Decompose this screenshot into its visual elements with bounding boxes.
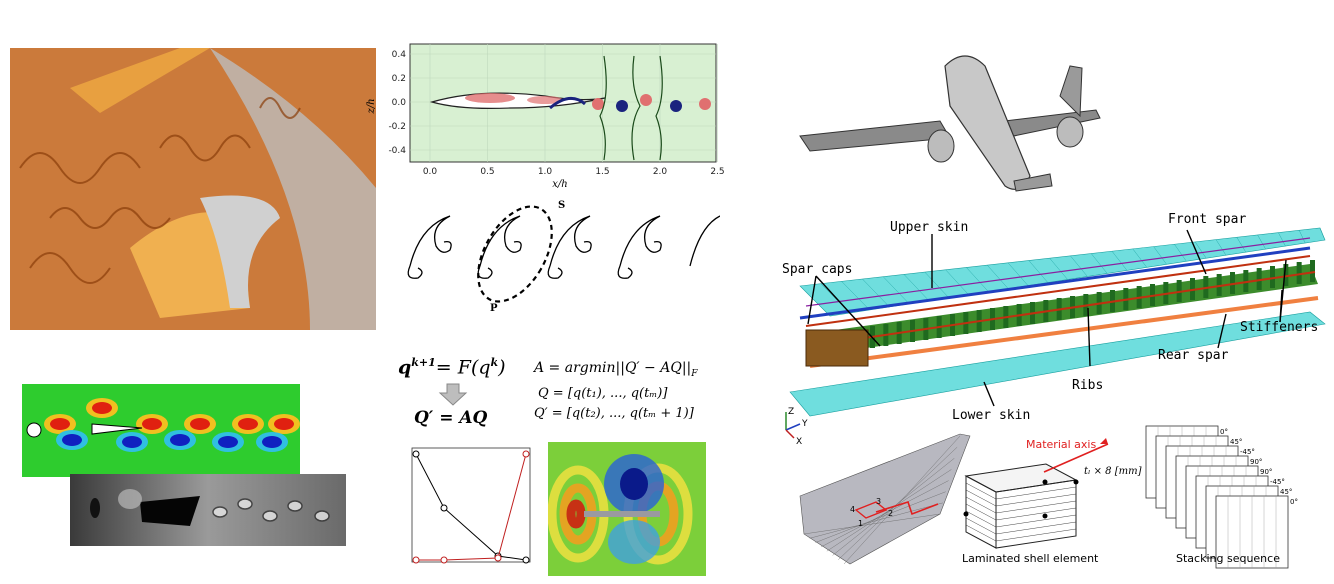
equations-block: qk+1= F(qk) Q′ = AQ A = argmin||Q′ − AQ|… (392, 356, 722, 436)
wake-ytick: 0.2 (392, 74, 406, 84)
svg-text:Y: Y (801, 419, 808, 429)
equation-shifted: Q′ = [q(t₂), ..., q(tₘ + 1)] (534, 406, 694, 421)
material-axis-label: Material axis (1026, 438, 1097, 451)
pressure-contour (548, 442, 706, 576)
node-label: 2 (888, 509, 893, 518)
vortex (592, 98, 604, 110)
aircraft-render (799, 55, 1101, 192)
down-arrow-icon (438, 383, 468, 406)
wake-xtick: 2.5 (710, 167, 724, 177)
equation-recurrence: qk+1= F(qk) (398, 356, 506, 379)
node-label: 3 (876, 497, 881, 506)
wing-structure: Upper skin Front spar Spar caps Stiffene… (770, 206, 1330, 452)
svg-text:Z: Z (788, 407, 794, 417)
thickness-label: tₗ × 8 [mm] (1084, 466, 1142, 477)
wake-ytick: -0.4 (388, 146, 406, 156)
vortex (670, 100, 682, 112)
dashed-pair-ellipse (477, 205, 553, 303)
equation-linear: Q′ = AQ (414, 408, 488, 428)
label-rear-spar: Rear spar (1158, 348, 1229, 363)
wake-xtick: 0.0 (423, 167, 438, 177)
label-stiffeners: Stiffeners (1240, 320, 1319, 335)
wake-ytick: -0.2 (388, 122, 406, 132)
svg-text:X: X (796, 437, 802, 444)
ply-angle-label: 0° (1290, 498, 1298, 506)
blade-upper (70, 48, 210, 113)
vortex (616, 100, 628, 112)
label-s: S (558, 200, 565, 211)
node-label: 4 (850, 505, 855, 514)
label-lower-skin: Lower skin (952, 408, 1031, 423)
ply-angle-label: 45° (1230, 438, 1242, 446)
turbulence-render (10, 48, 376, 330)
wake-ytick: 0.4 (392, 50, 407, 60)
ply-angle-label: 90° (1250, 458, 1262, 466)
label-upper-skin: Upper skin (890, 220, 969, 235)
node-label: 1 (858, 519, 863, 528)
equation-argmin: A = argmin||Q′ − AQ||F (534, 360, 698, 379)
ply-angle-label: 0° (1220, 428, 1228, 436)
wake-plot: 0.0 0.5 1.0 1.5 2.0 2.5 0.4 0.2 0.0 -0.2 -0.4 x/h… (360, 36, 730, 196)
label-front-spar: Front spar (1168, 212, 1247, 227)
laminated-element (963, 438, 1109, 549)
vorticity-contour (22, 384, 300, 477)
vortex (640, 94, 652, 106)
ply-angle-label: 90° (1260, 468, 1272, 476)
stacking-caption: Stacking sequence (1176, 552, 1280, 565)
equation-snapshots: Q = [q(t₁), ..., q(tₘ)] (538, 386, 668, 401)
wake-xlabel: x/h (552, 179, 567, 190)
convergence-chart (411, 447, 531, 564)
vortex (699, 98, 711, 110)
wake-ylabel: z/h (366, 98, 377, 114)
ply-angle-label: -45° (1270, 478, 1285, 486)
vortex-sketch: S P (400, 196, 721, 314)
lower-skin (789, 311, 1326, 417)
ply-angle-label: -45° (1240, 448, 1255, 456)
wake-xtick: 2.0 (653, 167, 668, 177)
label-ribs: Ribs (1072, 378, 1104, 393)
spar-box (805, 329, 869, 367)
wake-xtick: 1.5 (595, 167, 609, 177)
coordinate-axes-icon: Z Y X (785, 407, 808, 444)
shell-element-caption: Laminated shell element (962, 552, 1099, 565)
stacking-sheets: 0°45°-45°90°90°-45°45°0° (1145, 425, 1298, 569)
ply-angle-label: 45° (1280, 488, 1292, 496)
flow-visualization-photo (70, 474, 346, 546)
label-p: P (490, 303, 498, 314)
wake-ytick: 0.0 (392, 98, 407, 108)
wake-xtick: 1.0 (538, 167, 553, 177)
label-spar-caps: Spar caps (782, 262, 853, 277)
wake-xtick: 0.5 (480, 167, 494, 177)
